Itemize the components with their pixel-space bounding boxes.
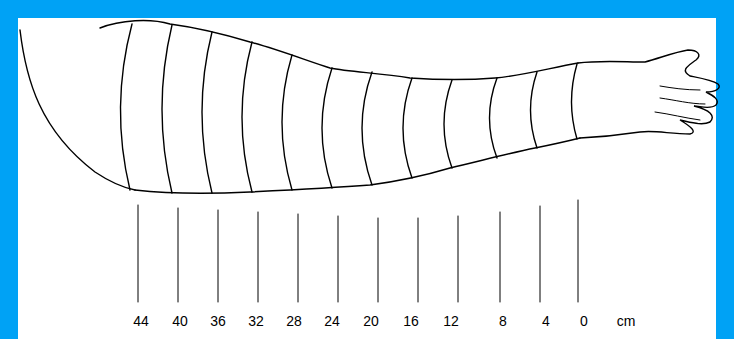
distance-label: 8 [499,314,507,328]
distance-label: 44 [133,314,149,328]
white-panel [18,18,716,339]
distance-label: 24 [324,314,340,328]
distance-label: 0 [580,314,588,328]
distance-label: 16 [403,314,419,328]
distance-label: 20 [363,314,379,328]
distance-label: 28 [286,314,302,328]
distance-label: 12 [443,314,459,328]
distance-label: 32 [248,314,264,328]
unit-label: cm [617,314,636,328]
distance-label: 36 [210,314,226,328]
distance-label: 4 [542,314,550,328]
distance-label: 40 [172,314,188,328]
